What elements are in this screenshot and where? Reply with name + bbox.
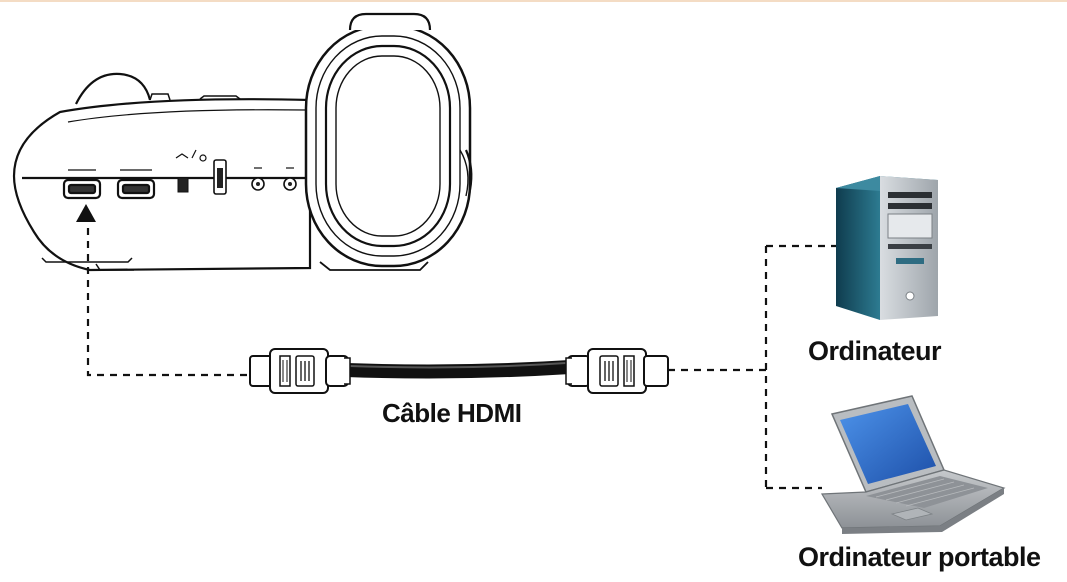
hdmi-plug-left [249,348,351,394]
desktop-computer-icon [836,176,938,320]
camera-dome [75,72,152,105]
hdmi-in-arrow [76,204,96,222]
document-camera [12,12,473,272]
desktop-label: Ordinateur [808,336,942,366]
laptop-label: Ordinateur portable [798,542,1041,572]
top-rule [0,0,1067,2]
hdmi-cable [249,348,669,394]
cable-label: Câble HDMI [382,398,522,428]
laptop-icon [820,395,1006,534]
camera-body [12,98,312,272]
hdmi-plug-right [565,348,669,394]
dash-device-to-cable [86,228,248,377]
cable-wire [339,360,577,379]
dashed-connections [86,228,836,490]
